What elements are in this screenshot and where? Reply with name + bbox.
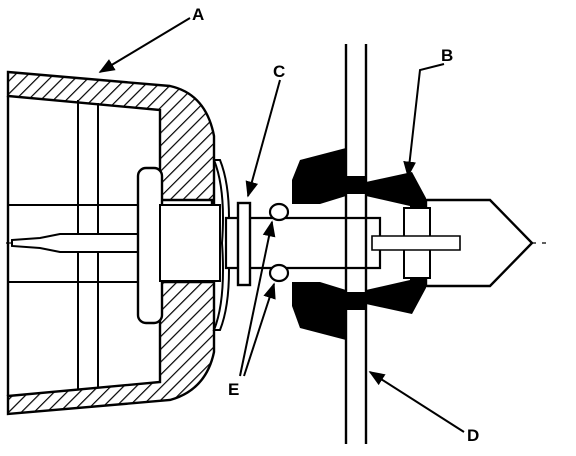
leader-d [368, 371, 465, 433]
washer [236, 201, 252, 287]
leader-e-upper [239, 220, 276, 377]
callout-e: E [228, 380, 240, 399]
callout-b: B [441, 46, 454, 65]
knob-disc [136, 166, 221, 325]
flange-plate [212, 159, 230, 331]
leader-e-lower [243, 282, 276, 377]
panel [344, 44, 368, 444]
callout-c: C [273, 62, 286, 81]
ball-lower [268, 263, 290, 283]
leader-b [403, 63, 445, 178]
pin-stem [11, 233, 141, 253]
leader-lines [98, 17, 465, 433]
leader-c [245, 79, 281, 198]
ball-upper [268, 202, 290, 222]
grommet [292, 148, 426, 340]
clip-tip [371, 198, 534, 288]
callout-d: D [467, 426, 480, 445]
leader-a [98, 17, 191, 73]
callout-a: A [192, 5, 205, 24]
